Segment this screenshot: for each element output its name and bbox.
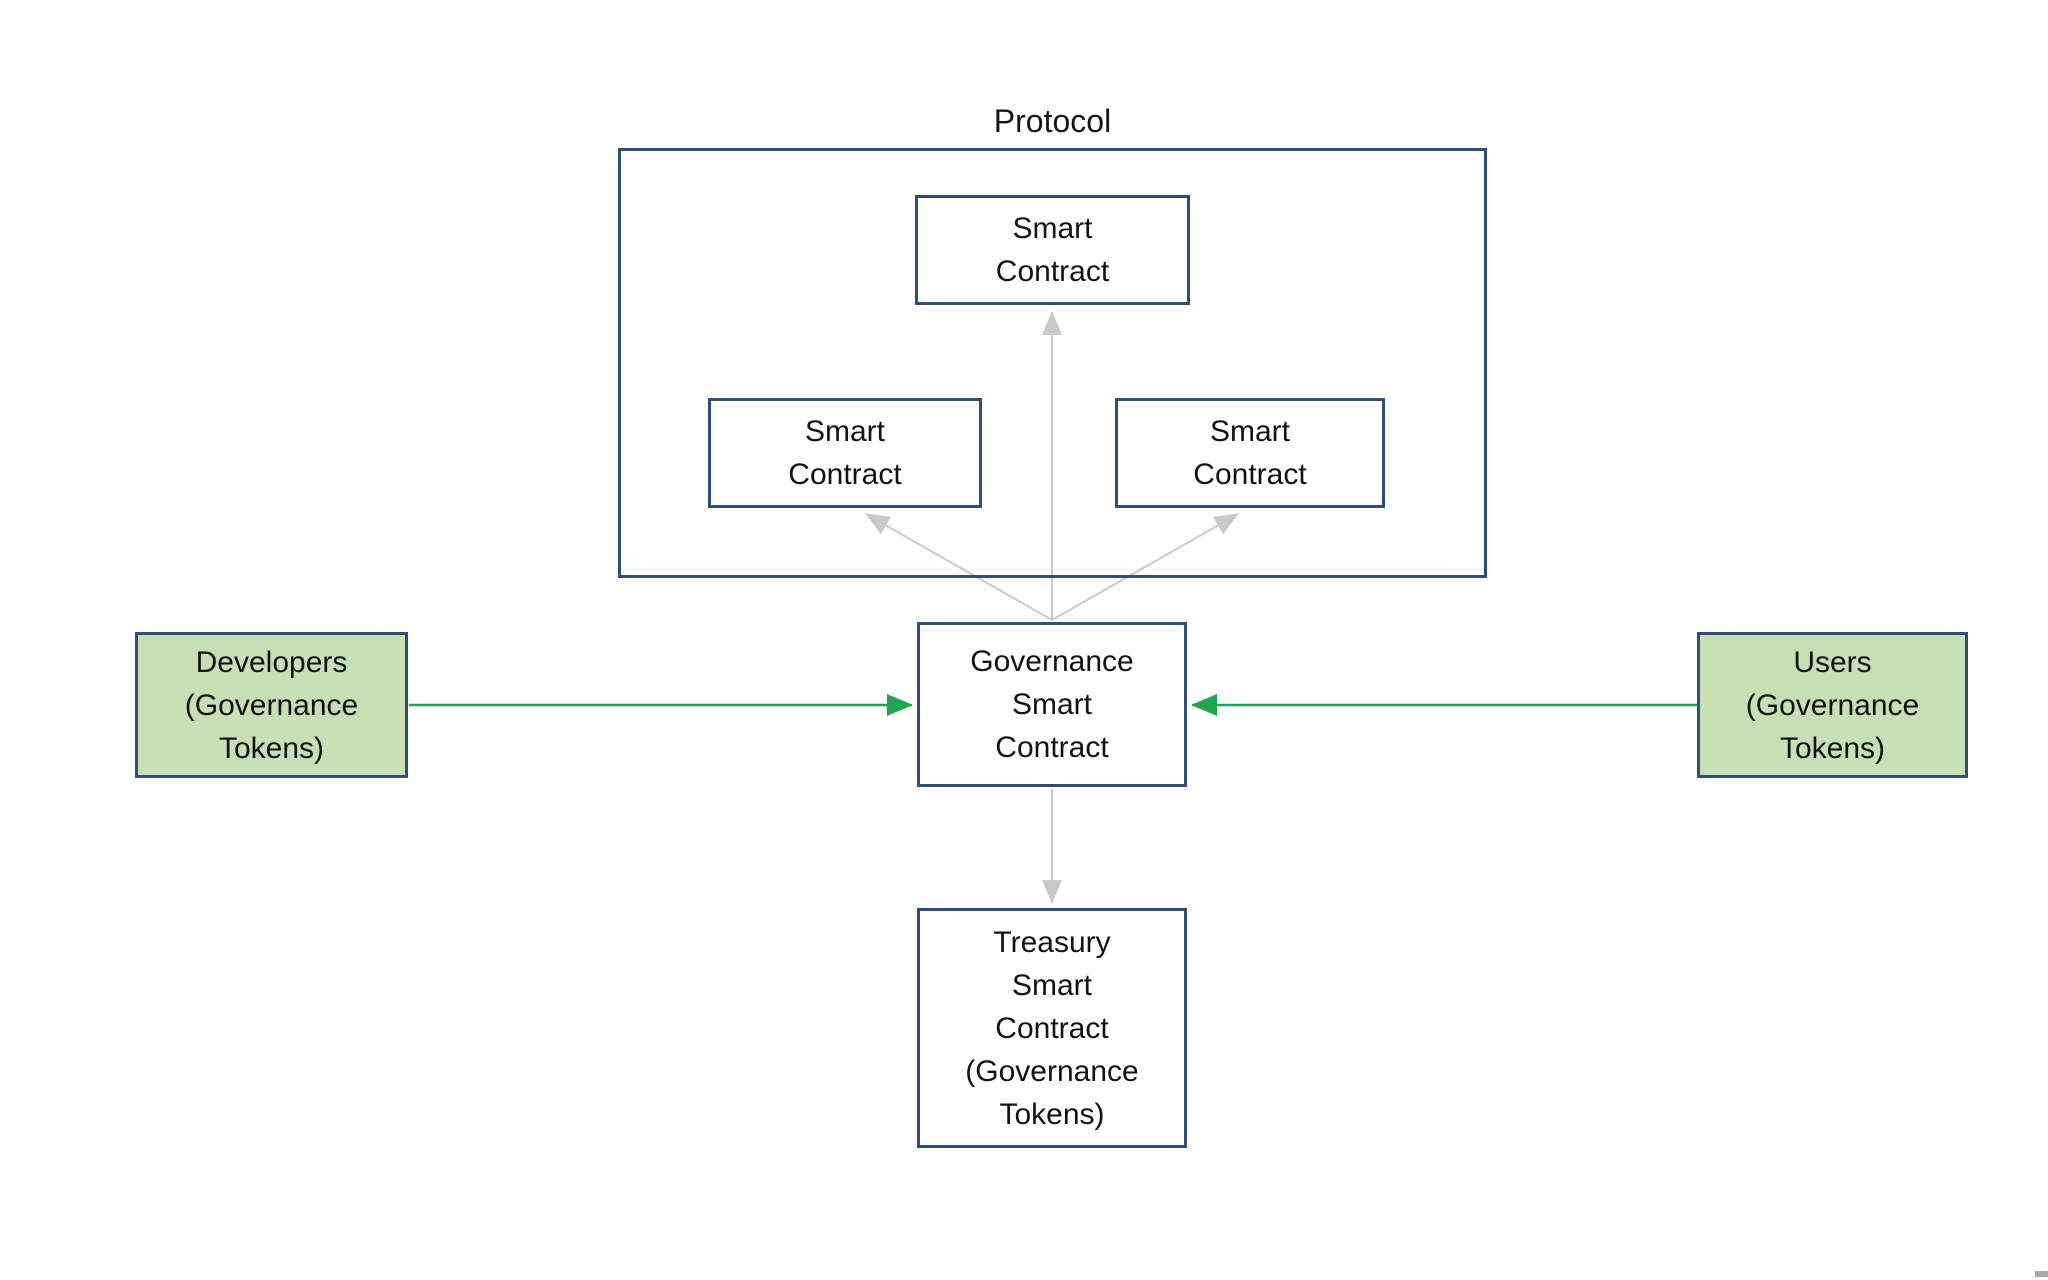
corner-artifact [2035, 1271, 2048, 1277]
node-users-label: Users (Governance Tokens) [1745, 645, 1920, 765]
node-smart-contract-top: Smart Contract [915, 195, 1190, 305]
node-treasury-smart-contract: Treasury Smart Contract (Governance Toke… [917, 908, 1187, 1148]
node-smart-contract-top-label: Smart Contract [995, 212, 1110, 288]
node-smart-contract-left: Smart Contract [708, 398, 982, 508]
node-developers-label: Developers (Governance Tokens) [184, 645, 359, 765]
protocol-label: Protocol [993, 103, 1112, 139]
node-smart-contract-right-label: Smart Contract [1193, 415, 1307, 491]
node-developers: Developers (Governance Tokens) [135, 632, 408, 778]
node-treasury-smart-contract-label: Treasury Smart Contract (Governance Toke… [965, 925, 1139, 1131]
node-governance-smart-contract: Governance Smart Contract [917, 622, 1187, 787]
protocol-container-box [618, 148, 1487, 578]
node-governance-smart-contract-label: Governance Smart Contract [970, 645, 1134, 764]
node-smart-contract-left-label: Smart Contract [788, 415, 902, 491]
node-smart-contract-right: Smart Contract [1115, 398, 1385, 508]
node-users: Users (Governance Tokens) [1697, 632, 1968, 778]
